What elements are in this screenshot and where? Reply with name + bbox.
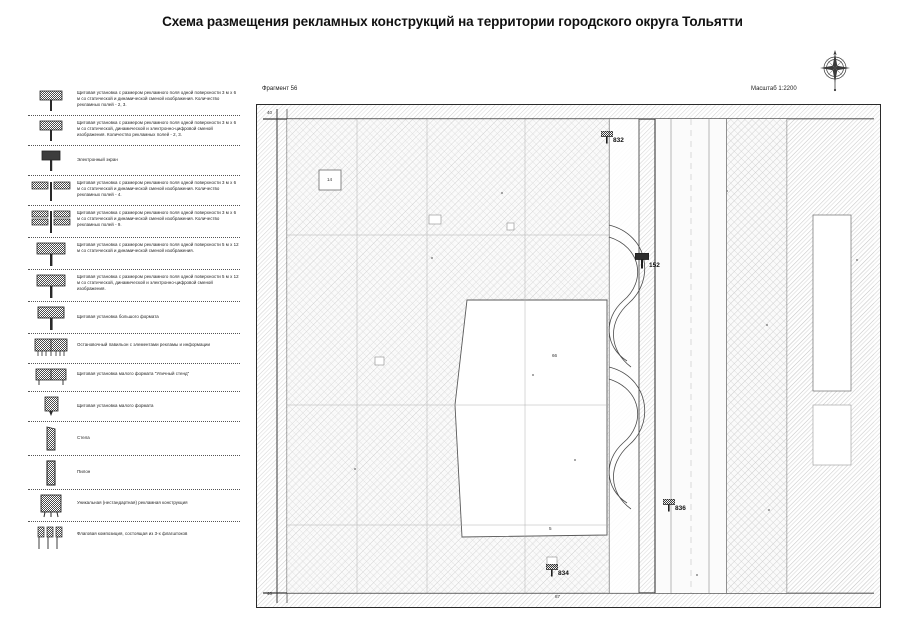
legend-item-label: Щитовая установка малого формата "Уличны… [77, 371, 190, 376]
billboard-3x6-digital-icon [28, 118, 74, 143]
legend-item: Электронный экран [28, 146, 240, 176]
legend-item-label: Пилон [77, 469, 91, 474]
legend-item: Щитовая установка с размером рекламного … [28, 206, 240, 238]
parcel-number: 87 [555, 594, 561, 599]
small-format-billboard-icon [28, 394, 74, 419]
billboard-5x12-icon [28, 240, 74, 267]
parcel-number: 66 [552, 353, 558, 358]
legend-item: Щитовая установка малого формата "Уличны… [28, 364, 240, 392]
billboard-3x6-icon [28, 88, 74, 113]
map-canvas[interactable] [257, 105, 880, 607]
right-building-2 [812, 404, 852, 466]
legend-item: Уникальная (нестандартная) рекламная кон… [28, 490, 240, 522]
map-marker-label: 834 [558, 569, 569, 577]
map-marker-label: 836 [675, 504, 686, 512]
legend-item-label: Щитовая установка с размером рекламного … [77, 180, 237, 197]
bus-shelter-icon [28, 336, 74, 359]
parcel-number: 5 [549, 526, 552, 531]
legend-item: Щитовая установка с размером рекламного … [28, 270, 240, 302]
right-hatch-strip [727, 119, 787, 593]
legend-item: Щитовая установка с размером рекламного … [28, 86, 240, 116]
legend-item-label: Щитовая установка с размером рекламного … [77, 274, 239, 291]
map-marker-152[interactable]: 152 [635, 253, 660, 269]
building-14 [318, 169, 342, 191]
map-marker-836[interactable]: 836 [663, 499, 686, 512]
compass-rose-icon [812, 48, 858, 94]
billboard-marker-icon [601, 131, 613, 144]
billboard-3x6-nine-fields-icon [28, 208, 74, 235]
edge-coordinate: 40 [267, 591, 273, 596]
legend-item-label: Щитовая установка малого формата [77, 403, 154, 408]
road-corridor [608, 119, 640, 593]
stela-icon [28, 424, 74, 453]
billboard-5x12-digital-icon [28, 272, 74, 299]
map-panel[interactable]: 832 152 836 834 14 66 5 87 40 40 [256, 104, 881, 608]
parcel-number: 14 [327, 177, 333, 182]
legend-item-label: Щитовая установка с размером рекламного … [77, 210, 237, 227]
survey-marks [354, 190, 858, 576]
billboard-marker-icon [546, 564, 558, 577]
map-scale-label: Масштаб 1:2200 [751, 86, 797, 92]
main-highway [654, 119, 728, 593]
legend-item: Флаговая композиция, состоящая из 3-х фл… [28, 522, 240, 553]
legend-item: Пилон [28, 456, 240, 490]
central-parcel [454, 299, 608, 538]
map-marker-834[interactable]: 834 [546, 564, 569, 577]
field-grid-lines [287, 119, 609, 593]
unique-construction-icon [28, 492, 74, 519]
electronic-screen-icon [28, 148, 74, 173]
legend-item-label: Щитовая установка с размером рекламного … [77, 90, 237, 107]
legend-item-label: Уникальная (нестандартная) рекламная кон… [77, 500, 188, 505]
map-fragment-label: Фрагмент 56 [262, 86, 298, 92]
legend-item: Щитовая установка с размером рекламного … [28, 238, 240, 270]
legend-item-label: Стела [77, 435, 90, 440]
legend-item: Остановочный павильон с элементами рекла… [28, 334, 240, 364]
legend-item-label: Щитовая установка с размером рекламного … [77, 242, 239, 253]
small-format-street-stand-icon [28, 366, 74, 387]
page-title: Схема размещения рекламных конструкций н… [162, 14, 743, 29]
legend-item-label: Щитовая установка с размером рекламного … [77, 120, 237, 137]
legend-item-label: Остановочный павильон с элементами рекла… [77, 342, 211, 347]
flag-composition-icon [28, 524, 74, 551]
legend-item: Щитовая установка малого формата [28, 392, 240, 422]
legend-item: Стела [28, 422, 240, 456]
legend-item-label: Флаговая композиция, состоящая из 3-х фл… [77, 531, 188, 536]
billboard-3x6-four-fields-icon [28, 178, 74, 203]
pylon-icon [28, 458, 74, 487]
legend-item-label: Щитовая установка большого формата [77, 314, 159, 319]
legend-item: Щитовая установка большого формата [28, 302, 240, 334]
billboard-marker-icon [635, 253, 649, 269]
map-marker-832[interactable]: 832 [601, 131, 624, 144]
edge-coordinate: 40 [267, 110, 273, 115]
interchange-curves [608, 224, 646, 510]
large-format-billboard-icon [28, 304, 74, 331]
legend-item-label: Электронный экран [77, 157, 118, 162]
right-building [812, 214, 852, 392]
billboard-marker-icon [663, 499, 675, 512]
map-marker-label: 832 [613, 136, 624, 144]
legend-item: Щитовая установка с размером рекламного … [28, 116, 240, 146]
legend: Щитовая установка с размером рекламного … [28, 86, 240, 553]
map-marker-label: 152 [649, 261, 660, 269]
legend-item: Щитовая установка с размером рекламного … [28, 176, 240, 206]
